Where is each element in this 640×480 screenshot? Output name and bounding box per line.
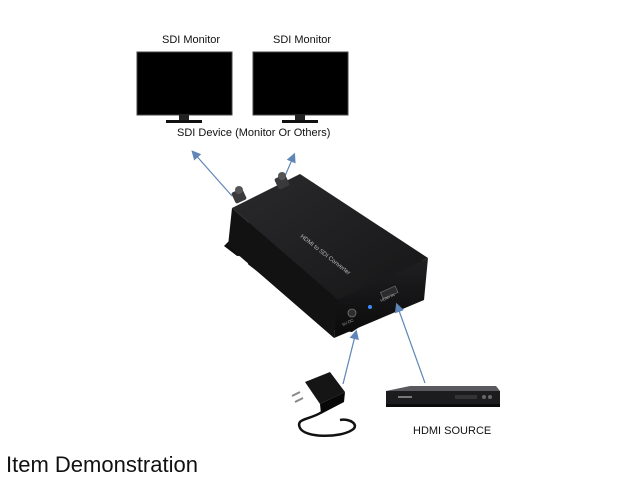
monitor-label-1: SDI Monitor (162, 34, 221, 46)
arrow-from-power (342, 329, 359, 385)
hdmi-port-label: HDMI IN (379, 292, 395, 303)
power-label: 5V DC (341, 318, 354, 327)
arrow-to-sdi-1 (191, 150, 233, 197)
sdi-monitor-1 (136, 51, 233, 123)
sdi-monitor-2 (252, 51, 349, 123)
monitor-label-2: SDI Monitor (273, 34, 332, 46)
hdmi-port (379, 285, 399, 300)
power-led (368, 305, 372, 309)
hdmi-source-label: HDMI SOURCE (413, 425, 492, 437)
power-jack (347, 308, 357, 318)
hdmi-source-player (386, 386, 500, 407)
arrow-from-hdmi-source (394, 302, 426, 384)
item-demonstration-caption: Item Demonstration (6, 452, 198, 477)
sdi-device-label: SDI Device (Monitor Or Others) (177, 127, 331, 139)
hdmi-sdi-converter (224, 172, 428, 338)
power-adapter (291, 372, 357, 437)
